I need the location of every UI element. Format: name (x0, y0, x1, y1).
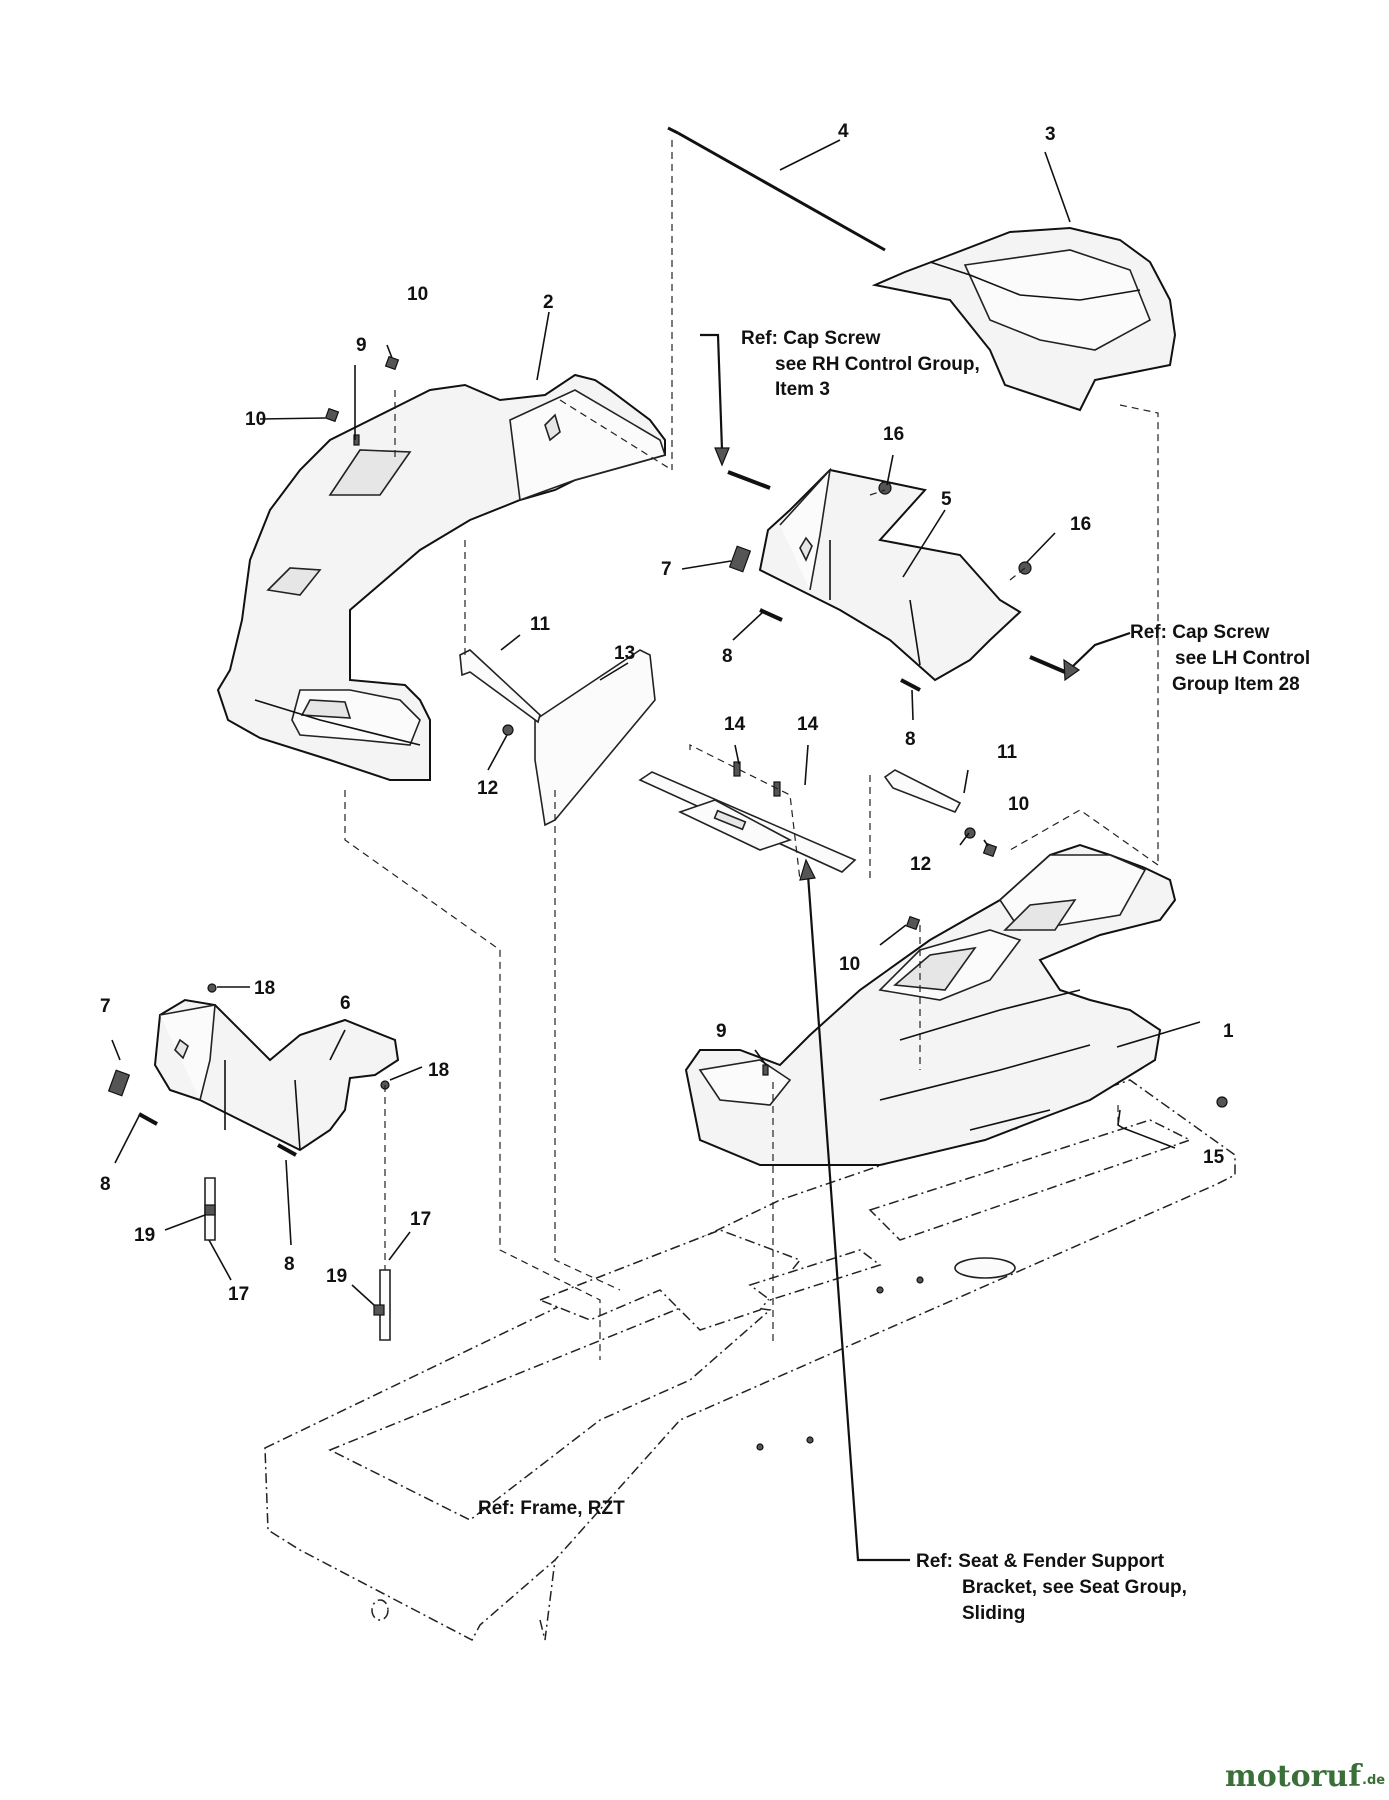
watermark-logo: motoruf .de (1225, 1759, 1385, 1794)
ref-lh-cap-screw-line1: Ref: Cap Screw (1130, 622, 1270, 643)
part-5-plate (758, 467, 1022, 682)
callout-7b: 7 (100, 996, 111, 1017)
callout-1: 1 (1223, 1021, 1234, 1042)
callout-3: 3 (1045, 124, 1056, 145)
callout-11b: 11 (997, 742, 1018, 763)
callout-6: 6 (340, 993, 351, 1014)
callout-10c: 10 (1008, 794, 1029, 815)
part-3-cover (871, 226, 1177, 412)
callout-18a: 18 (254, 978, 275, 999)
callout-10d: 10 (839, 954, 860, 975)
callout-16b: 16 (1070, 514, 1091, 535)
ref-lh-cap-screw-line2: see LH Control (1175, 648, 1310, 669)
ref-rh-cap-screw-line2: see RH Control Group, (775, 354, 980, 375)
callout-18b: 18 (428, 1060, 449, 1081)
ref-lh-cap-screw-line3: Group Item 28 (1172, 674, 1300, 695)
callout-13: 13 (614, 643, 635, 664)
ref-rh-cap-screw-line1: Ref: Cap Screw (741, 328, 881, 349)
ref-frame: Ref: Frame, RZT (478, 1498, 625, 1519)
part-1-rh-console (684, 843, 1177, 1279)
callout-17a: 17 (410, 1209, 431, 1230)
frame-rzt (264, 1044, 1236, 1642)
callout-19b: 19 (326, 1266, 347, 1287)
callout-8c: 8 (100, 1174, 111, 1195)
callout-12a: 12 (477, 778, 498, 799)
watermark-name: motoruf (1225, 1759, 1363, 1794)
callout-7a: 7 (661, 559, 672, 580)
callout-19a: 19 (134, 1225, 155, 1246)
callout-15: 15 (1203, 1147, 1225, 1168)
callout-2: 2 (543, 292, 554, 313)
leader-lines (111, 139, 1201, 1562)
callout-11a: 11 (530, 614, 551, 635)
assembly-lines (344, 140, 1159, 1360)
callout-4: 4 (838, 121, 849, 142)
fasteners (107, 355, 1124, 1341)
seat-fender-bracket (638, 771, 857, 873)
reference-notes: Ref: Cap Screw see RH Control Group, Ite… (478, 328, 1310, 1624)
part-11-strap-left (459, 649, 541, 724)
callout-14b: 14 (797, 714, 819, 735)
ref-seat-fender-line2: Bracket, see Seat Group, (962, 1577, 1187, 1598)
ref-seat-fender-line3: Sliding (962, 1603, 1025, 1624)
part-2-lh-console (216, 373, 667, 781)
callout-8d: 8 (284, 1254, 295, 1275)
callout-8b: 8 (905, 729, 916, 750)
part-6-plate (153, 998, 400, 1152)
callout-5: 5 (941, 489, 952, 510)
callout-10b: 10 (245, 409, 266, 430)
callout-14a: 14 (724, 714, 746, 735)
ref-seat-fender-line1: Ref: Seat & Fender Support (916, 1551, 1165, 1572)
callout-9b: 9 (716, 1021, 727, 1042)
callout-8a: 8 (722, 646, 733, 667)
ref-rh-cap-screw-line3: Item 3 (775, 379, 830, 400)
callout-16a: 16 (883, 424, 904, 445)
callout-10a: 10 (407, 284, 428, 305)
part-4-rod (667, 126, 886, 252)
part-11-strap-right (883, 769, 962, 813)
part-13-plate (534, 649, 656, 827)
watermark-suffix: .de (1362, 1773, 1385, 1788)
callout-labels: 1 2 3 4 5 6 7 7 8 8 8 8 9 9 10 10 10 10 … (100, 121, 1234, 1305)
callout-12b: 12 (910, 854, 931, 875)
callout-9a: 9 (356, 335, 367, 356)
callout-17b: 17 (228, 1284, 249, 1305)
